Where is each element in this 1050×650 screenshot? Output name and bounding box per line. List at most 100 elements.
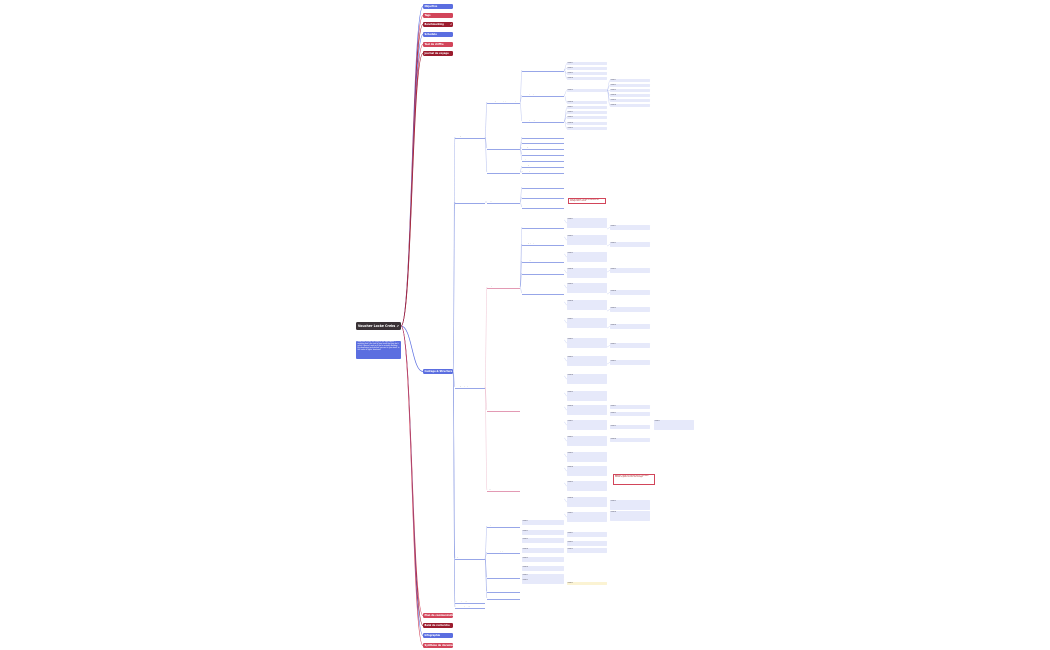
detail-box[interactable]: Détail 1 (567, 106, 607, 109)
branch-pill[interactable]: Tool de chiffre (423, 42, 453, 47)
detail-box[interactable]: Détail 4 (522, 548, 564, 553)
map-node[interactable]: Dispositif de communication (487, 525, 520, 528)
detail-box[interactable]: Détail 5 (522, 557, 564, 562)
map-node[interactable]: Stratégie de contenus (455, 136, 485, 139)
detail-box[interactable]: Détail 3 (522, 538, 564, 543)
detail-box[interactable]: Détail 1 (610, 225, 650, 230)
detail-box[interactable]: Détail 5 (567, 481, 607, 491)
detail-box[interactable]: Détail 2 (522, 530, 564, 535)
map-node[interactable]: Calendrier (487, 171, 520, 174)
detail-box[interactable]: Détail 2 (567, 582, 607, 585)
map-node[interactable]: Mots-clés (522, 136, 564, 139)
map-node[interactable]: Planning éditorial (522, 165, 564, 168)
detail-box[interactable]: Détail 6 (610, 104, 650, 107)
detail-box[interactable]: Détail 3 (567, 116, 607, 119)
detail-box[interactable]: Détail 5 (567, 89, 607, 92)
detail-box[interactable]: Détail 2 (567, 541, 607, 546)
map-node[interactable]: Liens utiles (455, 601, 485, 604)
detail-box[interactable]: Détail 1 (522, 574, 564, 579)
detail-box[interactable]: Détail 2 (567, 436, 607, 446)
detail-box[interactable]: Détail 5 (567, 127, 607, 130)
detail-box[interactable]: Détail 1 (567, 512, 607, 522)
map-node[interactable]: Budget & ressources (487, 201, 520, 204)
detail-box[interactable]: Détail 2 (567, 338, 607, 348)
map-node[interactable]: Supports et livrables (487, 489, 520, 492)
map-node[interactable]: Axes éditoriaux (487, 147, 520, 150)
map-node[interactable]: Analyse des cibles (487, 286, 520, 289)
detail-box[interactable]: Détail 1 (567, 62, 607, 65)
map-node[interactable]: Livrables intermédiaires (522, 186, 564, 189)
branch-pill[interactable]: Journal de voyage (423, 51, 453, 56)
detail-box[interactable]: Détail 6 (567, 300, 607, 310)
detail-box[interactable]: Détail 4 (610, 511, 650, 521)
detail-box[interactable]: Détail 2 (567, 111, 607, 114)
map-node[interactable]: Suivi budgétaire (522, 260, 564, 263)
branch-pill[interactable]: Objective (423, 4, 453, 9)
detail-box[interactable]: Détail 4 (610, 290, 650, 295)
warning-note[interactable]: Point de vigilance : vérifier la cohéren… (568, 198, 606, 204)
detail-box[interactable]: Détail 1 (567, 420, 607, 430)
branch-pill[interactable]: Tags (423, 13, 453, 18)
map-node[interactable]: Veille concurrentielle (487, 576, 520, 579)
detail-box[interactable]: Détail 2 (567, 235, 607, 245)
map-node[interactable]: Fréquence (522, 159, 564, 162)
detail-box[interactable]: Détail 3 (567, 356, 607, 366)
detail-box[interactable]: Détail 2 (522, 579, 564, 584)
map-node[interactable]: Outils de collaboration (487, 590, 520, 593)
map-node[interactable]: Thèmes principaux (522, 94, 564, 97)
map-node[interactable]: Tonalité (522, 141, 564, 144)
detail-box[interactable]: Détail 1 (567, 218, 607, 228)
detail-box[interactable]: Détail 1 (567, 318, 607, 328)
map-node[interactable]: Documents partagés (455, 606, 485, 609)
map-node[interactable]: Bilan (522, 292, 564, 295)
detail-box[interactable]: Détail 4 (610, 94, 650, 97)
map-node[interactable]: Jalons importants (522, 171, 564, 174)
warning-note[interactable]: Attention : valider les contenus avec le… (613, 474, 655, 485)
detail-box[interactable]: Détail 4 (567, 374, 607, 384)
map-node[interactable]: Gouvernance du projet (487, 551, 520, 554)
detail-box[interactable]: Détail 3 (610, 500, 650, 510)
detail-box[interactable]: Détail 1 (654, 420, 694, 430)
detail-box[interactable]: Détail 6 (567, 405, 607, 415)
map-node[interactable]: Canaux de diffusion (522, 153, 564, 156)
detail-box[interactable]: Détail 1 (567, 532, 607, 537)
map-node[interactable]: Partenaires (522, 226, 564, 229)
detail-box[interactable]: Détail 6 (567, 497, 607, 507)
detail-box[interactable]: Détail 4 (567, 268, 607, 278)
branch-pill[interactable]: Bank de recherche (423, 623, 453, 628)
branch-pill-structure[interactable]: Cadrage & Structure (423, 369, 453, 374)
detail-box[interactable]: Détail 5 (610, 99, 650, 102)
branch-pill[interactable]: Synthèse de documentation (423, 643, 453, 648)
branch-pill[interactable]: Infographie (423, 633, 453, 638)
map-node[interactable]: Charte graphique (522, 243, 564, 246)
detail-box[interactable]: Détail 1 (610, 405, 650, 409)
detail-box[interactable]: Détail 4 (567, 77, 607, 80)
detail-box[interactable]: Détail 5 (567, 283, 607, 293)
map-node[interactable]: Organisation & communication (455, 557, 485, 560)
detail-box[interactable]: Détail 1 (610, 79, 650, 82)
map-node[interactable]: Formats privilégiés (522, 120, 564, 123)
root-node[interactable]: Voucher Locke Crebs ⇗ (356, 322, 401, 330)
detail-box[interactable]: Détail 4 (567, 466, 607, 476)
detail-box[interactable]: Détail 6 (522, 566, 564, 571)
map-node[interactable]: Ressources matérielles (522, 206, 564, 209)
detail-box[interactable]: Détail 6 (567, 101, 607, 104)
map-node[interactable]: Contexte général du projet et des enjeux… (487, 101, 520, 104)
map-node[interactable]: Validation (522, 272, 564, 275)
detail-box[interactable]: Détail 4 (610, 438, 650, 442)
detail-box[interactable]: Détail 1 (610, 343, 650, 348)
detail-box[interactable]: Détail 1 (522, 520, 564, 525)
detail-box[interactable]: Détail 2 (610, 242, 650, 247)
map-node[interactable]: Recherche & tendances (455, 201, 485, 204)
branch-pill[interactable]: Schedule (423, 32, 453, 37)
map-node[interactable]: Réseaux sociaux (487, 409, 520, 412)
map-node[interactable]: Messages clés (522, 147, 564, 150)
detail-box[interactable]: Détail 3 (567, 72, 607, 75)
detail-box[interactable]: Détail 3 (567, 252, 607, 262)
map-node[interactable]: Indicateurs de réussite (487, 597, 520, 600)
detail-box[interactable]: Détail 4 (567, 122, 607, 125)
detail-box[interactable]: Détail 5 (567, 391, 607, 401)
detail-box[interactable]: Détail 3 (610, 89, 650, 92)
detail-box[interactable]: Détail 2 (610, 84, 650, 87)
branch-pill[interactable]: Plan de communication (423, 613, 453, 618)
